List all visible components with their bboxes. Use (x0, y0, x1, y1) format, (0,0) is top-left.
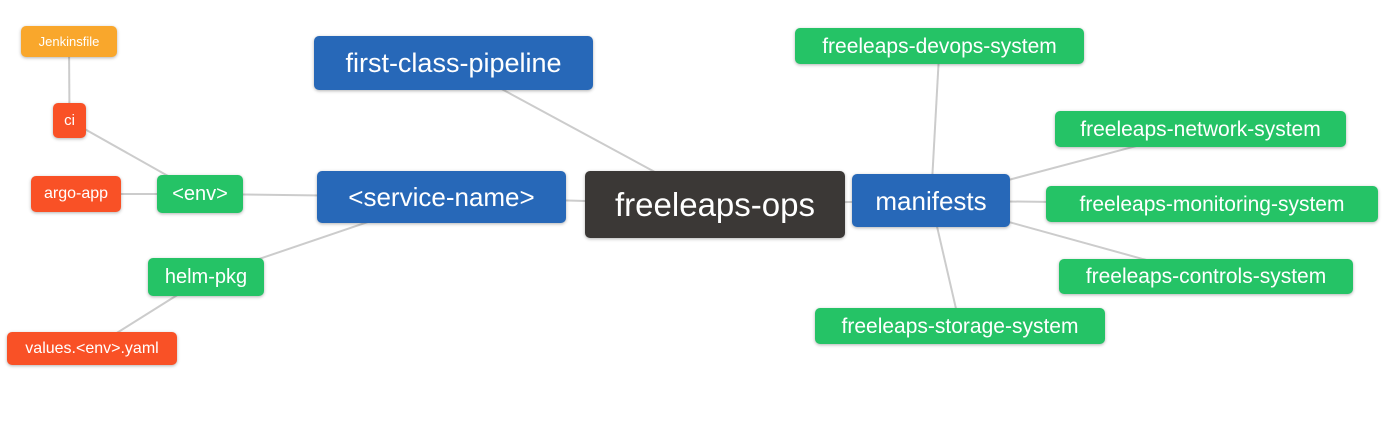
node-jenkinsfile[interactable]: Jenkinsfile (21, 26, 117, 57)
node-env[interactable]: <env> (157, 175, 243, 213)
node-service-name[interactable]: <service-name> (317, 171, 566, 223)
node-first-class-pipeline[interactable]: first-class-pipeline (314, 36, 593, 90)
node-helm-pkg[interactable]: helm-pkg (148, 258, 264, 296)
node-freeleaps-devops-system[interactable]: freeleaps-devops-system (795, 28, 1084, 64)
node-argo-app[interactable]: argo-app (31, 176, 121, 212)
node-values-env-yaml[interactable]: values.<env>.yaml (7, 332, 177, 365)
node-freeleaps-ops[interactable]: freeleaps-ops (585, 171, 845, 238)
node-freeleaps-controls-system[interactable]: freeleaps-controls-system (1059, 259, 1353, 294)
node-ci[interactable]: ci (53, 103, 86, 138)
node-freeleaps-network-system[interactable]: freeleaps-network-system (1055, 111, 1346, 147)
node-freeleaps-monitoring-system[interactable]: freeleaps-monitoring-system (1046, 186, 1378, 222)
node-freeleaps-storage-system[interactable]: freeleaps-storage-system (815, 308, 1105, 344)
node-manifests[interactable]: manifests (852, 174, 1010, 227)
